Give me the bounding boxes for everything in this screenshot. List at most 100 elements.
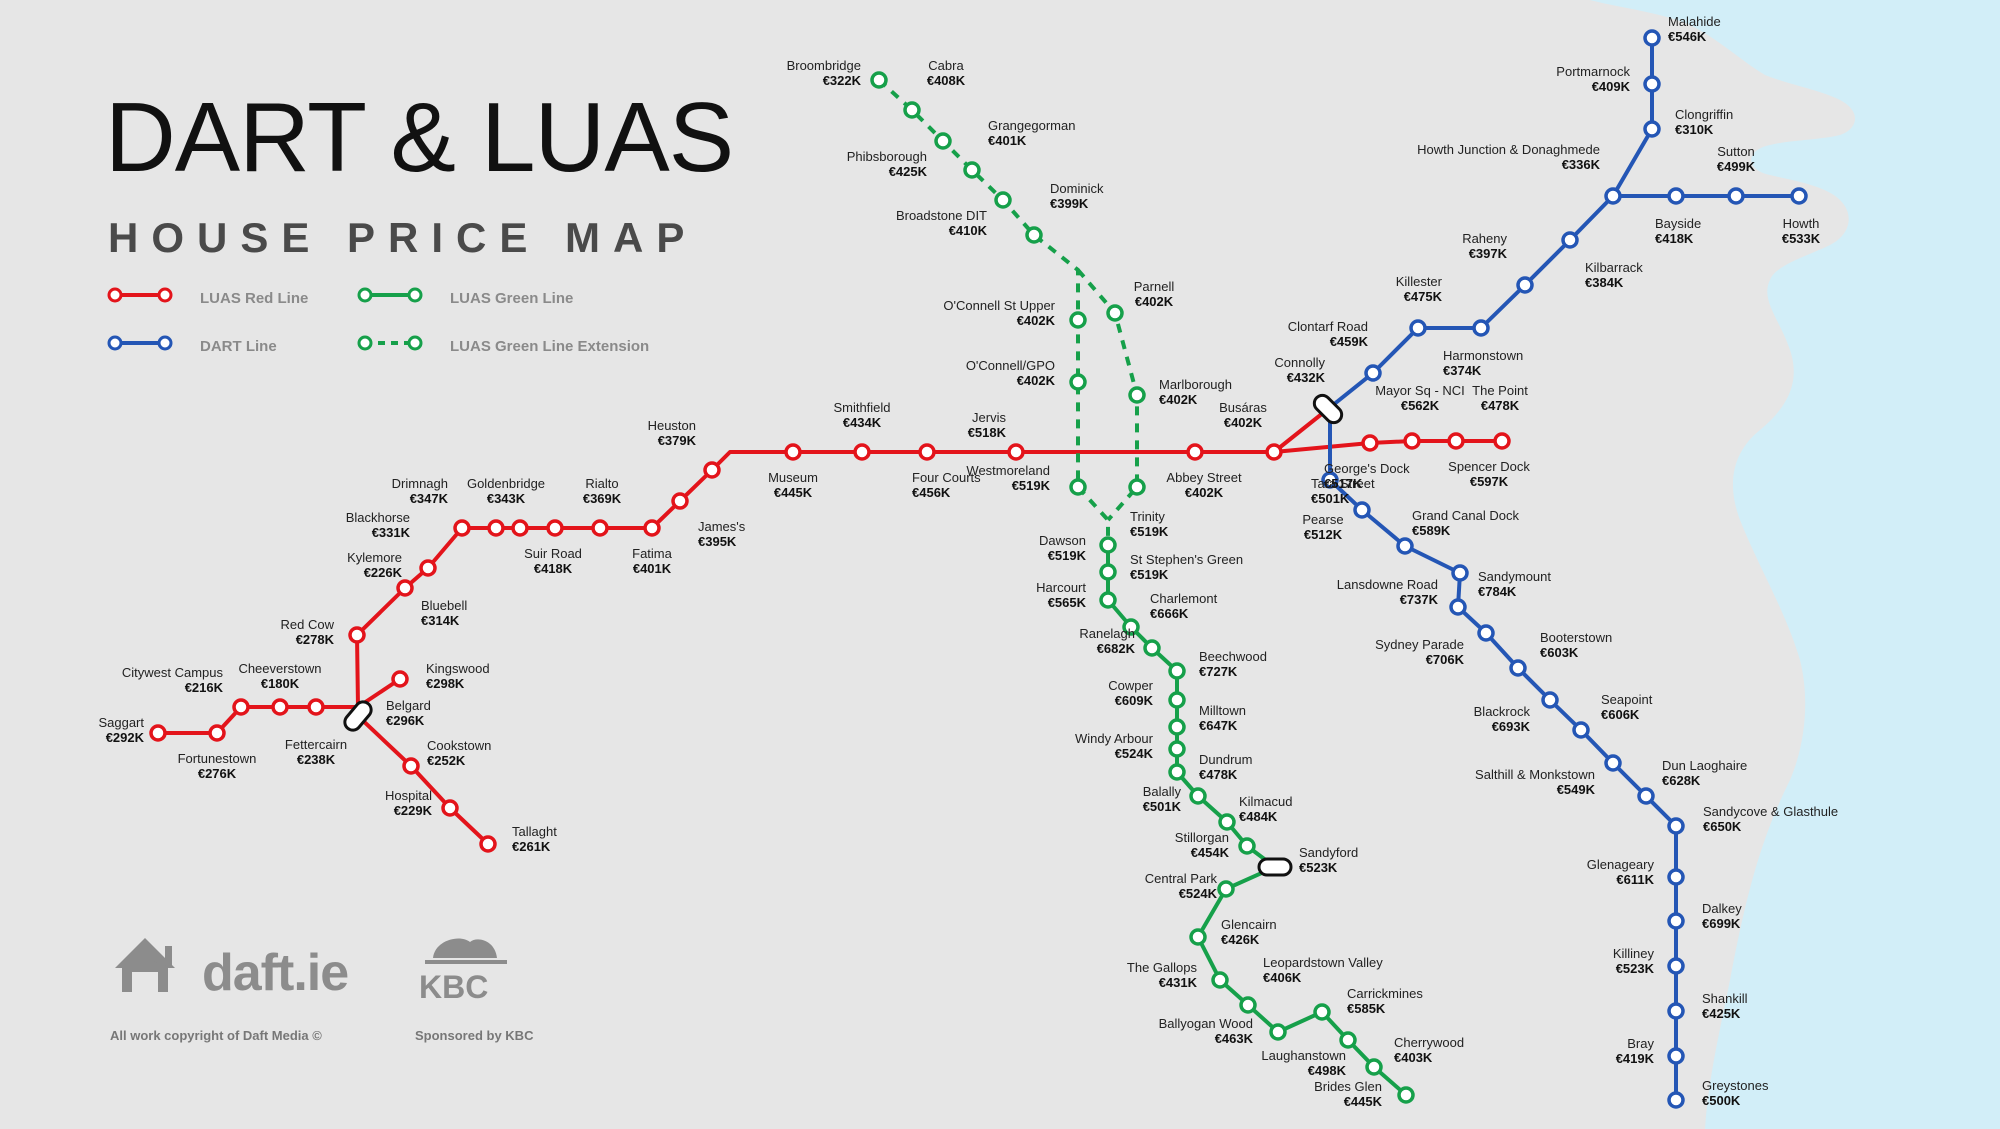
station-centralpark[interactable]: [1217, 880, 1235, 898]
station-thegallops[interactable]: [1211, 971, 1229, 989]
station-cherrywood[interactable]: [1365, 1058, 1383, 1076]
station-harmonstown[interactable]: [1472, 319, 1490, 337]
station-ranelagh[interactable]: [1143, 639, 1161, 657]
station-busaras[interactable]: [1265, 443, 1283, 461]
station-price-fortunestown: €276K: [198, 766, 237, 781]
station-sandymount[interactable]: [1449, 598, 1467, 616]
station-raheny[interactable]: [1516, 276, 1534, 294]
station-leopardstown[interactable]: [1239, 996, 1257, 1014]
station-hospital[interactable]: [441, 799, 459, 817]
station-blackrock[interactable]: [1541, 691, 1559, 709]
station-lansdowne[interactable]: [1451, 564, 1469, 582]
station-glenageary[interactable]: [1667, 868, 1685, 886]
station-goldenbridge[interactable]: [511, 519, 529, 537]
station-tarastreet[interactable]: [1321, 471, 1339, 489]
station-laughanstown[interactable]: [1339, 1031, 1357, 1049]
station-redcow[interactable]: [348, 626, 366, 644]
station-cheeverstown[interactable]: [271, 698, 289, 716]
station-grangegorman[interactable]: [963, 161, 981, 179]
station-kingswood[interactable]: [391, 670, 409, 688]
station-malahide[interactable]: [1643, 29, 1661, 47]
station-suirroad[interactable]: [546, 519, 564, 537]
station-sydneyparade[interactable]: [1477, 624, 1495, 642]
legend-label-green: LUAS Green Line: [450, 290, 574, 307]
station-marlborough[interactable]: [1128, 386, 1146, 404]
station-cabra[interactable]: [903, 101, 921, 119]
station-citywest[interactable]: [232, 698, 250, 716]
sponsor-text: Sponsored by KBC: [415, 1028, 534, 1043]
station-dominick[interactable]: [1025, 226, 1043, 244]
station-oconnellupper[interactable]: [1069, 311, 1087, 329]
station-ballyogan[interactable]: [1269, 1023, 1287, 1041]
station-harcourt[interactable]: [1099, 591, 1117, 609]
station-bray[interactable]: [1667, 1047, 1685, 1065]
station-spencerdock[interactable]: [1447, 432, 1465, 450]
station-glencairn[interactable]: [1189, 928, 1207, 946]
station-cowper[interactable]: [1168, 691, 1186, 709]
station-smithfield[interactable]: [853, 443, 871, 461]
station-kilbarrack[interactable]: [1561, 231, 1579, 249]
station-fettercairn[interactable]: [307, 698, 325, 716]
station-clongriffin[interactable]: [1643, 120, 1661, 138]
station-kylemore[interactable]: [419, 559, 437, 577]
station-charlemont[interactable]: [1122, 618, 1140, 636]
station-sutton[interactable]: [1727, 187, 1745, 205]
station-thepoint[interactable]: [1493, 432, 1511, 450]
station-name-goldenbridge: Goldenbridge: [467, 476, 545, 491]
station-stillorgan[interactable]: [1238, 837, 1256, 855]
station-mayorsq[interactable]: [1403, 432, 1421, 450]
station-fortunestown[interactable]: [208, 724, 226, 742]
station-balally[interactable]: [1189, 787, 1207, 805]
station-price-trinity: €519K: [1130, 524, 1169, 539]
station-booterstown[interactable]: [1509, 659, 1527, 677]
station-howth[interactable]: [1790, 187, 1808, 205]
station-carrickmines[interactable]: [1313, 1003, 1331, 1021]
station-killiney[interactable]: [1667, 957, 1685, 975]
station-bluebell[interactable]: [396, 579, 414, 597]
station-drimnagh[interactable]: [487, 519, 505, 537]
station-sandycove[interactable]: [1667, 817, 1685, 835]
station-grandcanal[interactable]: [1396, 537, 1414, 555]
station-portmarnock[interactable]: [1643, 75, 1661, 93]
station-cookstown[interactable]: [402, 757, 420, 775]
station-bayside[interactable]: [1667, 187, 1685, 205]
station-name-hospital: Hospital: [385, 788, 432, 803]
station-tallaght[interactable]: [479, 835, 497, 853]
station-dalkey[interactable]: [1667, 912, 1685, 930]
station-windyarbour[interactable]: [1168, 740, 1186, 758]
station-salthill[interactable]: [1604, 754, 1622, 772]
station-georgesdock[interactable]: [1361, 434, 1379, 452]
station-phibsborough[interactable]: [934, 132, 952, 150]
station-pearse[interactable]: [1353, 501, 1371, 519]
station-westmoreland[interactable]: [1069, 478, 1087, 496]
station-dawson[interactable]: [1099, 536, 1117, 554]
station-seapoint[interactable]: [1572, 721, 1590, 739]
station-abbeystreet[interactable]: [1186, 443, 1204, 461]
station-trinity[interactable]: [1128, 478, 1146, 496]
station-clontarf[interactable]: [1364, 364, 1382, 382]
station-kilmacud[interactable]: [1218, 813, 1236, 831]
station-parnell[interactable]: [1106, 304, 1124, 322]
station-killester[interactable]: [1409, 319, 1427, 337]
station-broombridge[interactable]: [870, 71, 888, 89]
station-ststephens[interactable]: [1099, 563, 1117, 581]
station-dunlaoghaire[interactable]: [1637, 787, 1655, 805]
station-jamess[interactable]: [671, 492, 689, 510]
station-fatima[interactable]: [643, 519, 661, 537]
station-rialto[interactable]: [591, 519, 609, 537]
station-dundrum[interactable]: [1168, 763, 1186, 781]
station-oconnellgpo[interactable]: [1069, 373, 1087, 391]
station-bridesglen[interactable]: [1397, 1086, 1415, 1104]
station-beechwood[interactable]: [1168, 662, 1186, 680]
station-milltown[interactable]: [1168, 718, 1186, 736]
station-blackhorse[interactable]: [453, 519, 471, 537]
station-fourcourts[interactable]: [918, 443, 936, 461]
station-broadstone[interactable]: [994, 191, 1012, 209]
station-shankill[interactable]: [1667, 1002, 1685, 1020]
station-saggart[interactable]: [149, 724, 167, 742]
station-heuston[interactable]: [703, 461, 721, 479]
station-howthjunction[interactable]: [1604, 187, 1622, 205]
station-greystones[interactable]: [1667, 1091, 1685, 1109]
station-museum[interactable]: [784, 443, 802, 461]
station-jervis[interactable]: [1007, 443, 1025, 461]
